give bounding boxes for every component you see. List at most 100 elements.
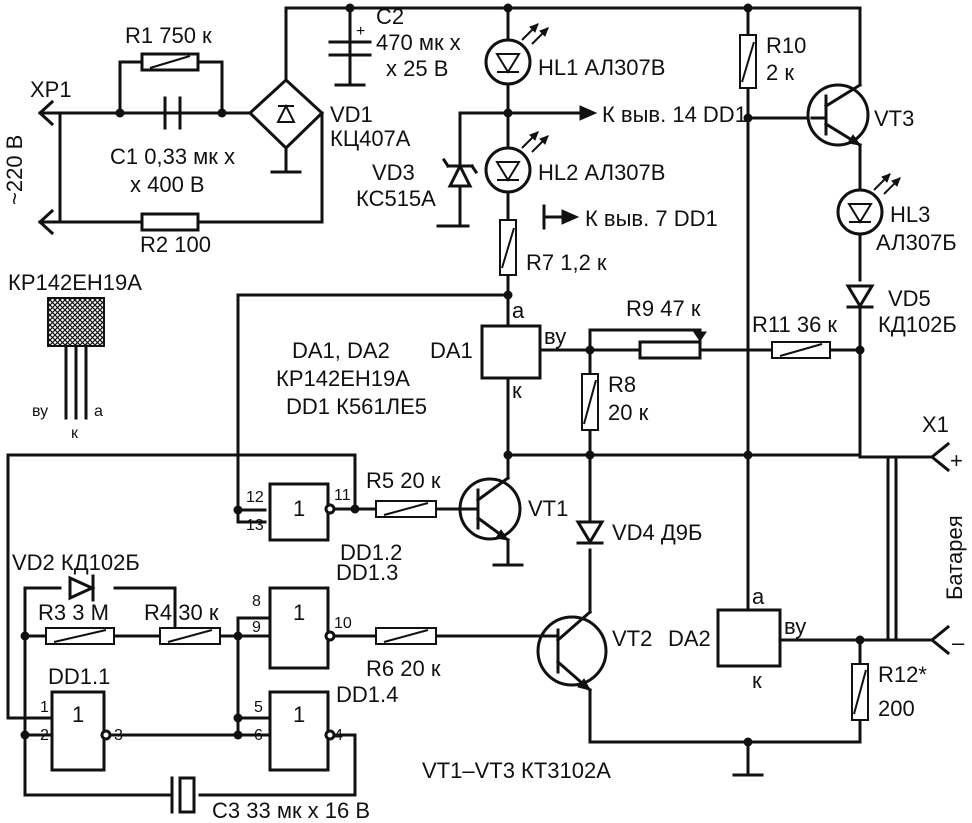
vd5-type: КД102Б (878, 312, 957, 337)
potentiometer-r9 (638, 340, 702, 360)
xp1-plug (37, 99, 55, 236)
diode-vd2 (68, 574, 96, 602)
hl3-type: АЛ307Б (876, 230, 957, 255)
to-pin7-label: К выв. 7 DD1 (585, 206, 718, 231)
resistor-r2 (140, 212, 200, 232)
c2-plus: + (356, 23, 365, 40)
legend-line-1: DA1, DA2 (292, 338, 390, 363)
dd14-pin-4: 4 (334, 727, 343, 744)
r7-label: R7 1,2 к (526, 250, 607, 275)
led-hl2 (484, 131, 549, 194)
r2-label: R2 100 (140, 232, 211, 257)
gate-dd1-3 (268, 586, 330, 670)
dd12-pin-13: 13 (246, 517, 264, 534)
dd13-gate-symbol: 1 (293, 600, 305, 625)
r10-value: 2 к (766, 60, 794, 85)
r9-label: R9 47 к (626, 296, 701, 321)
diode-vd4 (575, 520, 605, 545)
dd12-label: DD1.2 (340, 540, 402, 565)
dd11-pin-1: 1 (40, 699, 49, 716)
legend-line-2: КР142ЕН19А (276, 366, 410, 391)
vd1-type: КЦ407А (330, 126, 411, 151)
x1-plus: + (950, 448, 963, 473)
gate-dd1-1-inverter-bubble (100, 729, 112, 741)
dd14-label: DD1.4 (336, 682, 398, 707)
r11-label: R11 36 к (752, 312, 837, 337)
r1-label: R1 750 к (125, 23, 212, 48)
capacitor-c2 (328, 40, 372, 87)
da1-pin-k: к (512, 378, 522, 403)
capacitor-c1 (163, 96, 182, 130)
capacitor-c3 (170, 776, 196, 814)
vd3-label: VD3 (372, 160, 415, 185)
r10-label: R10 (766, 33, 806, 58)
gate-dd1-2-inverter-bubble (324, 503, 336, 515)
transistor-vt2 (536, 609, 608, 693)
pkg-pin-k: к (71, 425, 79, 442)
arrow-pin14-icon (579, 105, 598, 121)
da1-pin-a: а (512, 298, 525, 323)
ic-package-icon (47, 297, 105, 420)
r5-label: R5 20 к (366, 468, 441, 493)
x1-connector (929, 441, 951, 656)
zener-vd3 (436, 157, 479, 228)
to-pin14-label: К выв. 14 DD1 (602, 102, 747, 127)
da2-pin-vu: ву (784, 614, 806, 639)
dd11-label: DD1.1 (48, 664, 110, 689)
r8-value: 20 к (608, 400, 649, 425)
regulator-da1 (480, 324, 542, 380)
c2-value-1: 470 мк х (376, 30, 461, 55)
dd13-pin-8: 8 (252, 593, 261, 610)
da1-label: DA1 (430, 338, 473, 363)
hl1-label: HL1 АЛ307В (538, 55, 665, 80)
mains-voltage-label: ~220 В (2, 135, 27, 205)
r4-label: R4 30 к (144, 600, 219, 625)
vt3-label: VT3 (874, 106, 914, 131)
transistors-note: VT1–VT3 КТ3102А (422, 758, 611, 783)
vd5-label: VD5 (888, 286, 931, 311)
vd3-type: КС515А (356, 186, 436, 211)
c1-label-2: х 400 В (130, 172, 205, 197)
vd2-label: VD2 КД102Б (12, 550, 140, 575)
diode-vd5 (845, 284, 875, 309)
vd4-label: VD4 Д9Б (612, 520, 702, 545)
x1-label: X1 (922, 412, 949, 437)
gate-dd1-2 (268, 482, 330, 542)
dd13-pin-10: 10 (334, 615, 352, 632)
r3-label: R3 3 М (38, 600, 109, 625)
da2-label: DA2 (668, 626, 711, 651)
gate-dd1-3-inverter-bubble (324, 630, 336, 642)
dd13-label: DD1.3 (336, 560, 398, 585)
x1-minus: – (952, 630, 965, 655)
wires (6, 6, 934, 797)
dd12-gate-symbol: 1 (293, 496, 305, 521)
da2-pin-k: к (752, 668, 762, 693)
dd11-pin-3: 3 (114, 727, 123, 744)
r12-value: 200 (878, 696, 915, 721)
dd14-gate-symbol: 1 (293, 702, 305, 727)
vd1-label: VD1 (330, 102, 373, 127)
transistor-vt3 (806, 82, 870, 148)
ground-pin7-icon (542, 204, 580, 230)
pkg-pin-a: а (94, 403, 103, 420)
r12-label: R12* (878, 662, 927, 687)
hl2-label: HL2 АЛ307В (538, 160, 665, 185)
transistor-vt1 (458, 475, 524, 567)
dd11-gate-symbol: 1 (72, 702, 84, 727)
regulator-da2 (716, 608, 782, 668)
led-hl3 (836, 173, 901, 236)
dd12-pin-11: 11 (334, 487, 351, 504)
battery-label: Батарея (942, 515, 967, 600)
c2-label: C2 (376, 4, 404, 29)
dd14-pin-5: 5 (254, 699, 263, 716)
pkg-pin-vu: ву (32, 403, 48, 420)
junctions (20, 3, 865, 747)
dd12-pin-12: 12 (246, 489, 264, 506)
ic-package-label: КР142ЕН19А (8, 270, 142, 295)
vt2-label: VT2 (612, 626, 652, 651)
c3-label: C3 33 мк х 16 В (212, 798, 370, 823)
hl3-label: HL3 (890, 202, 930, 227)
c1-label-1: C1 0,33 мк х (110, 144, 235, 169)
diode-bridge-vd1 (247, 77, 325, 174)
